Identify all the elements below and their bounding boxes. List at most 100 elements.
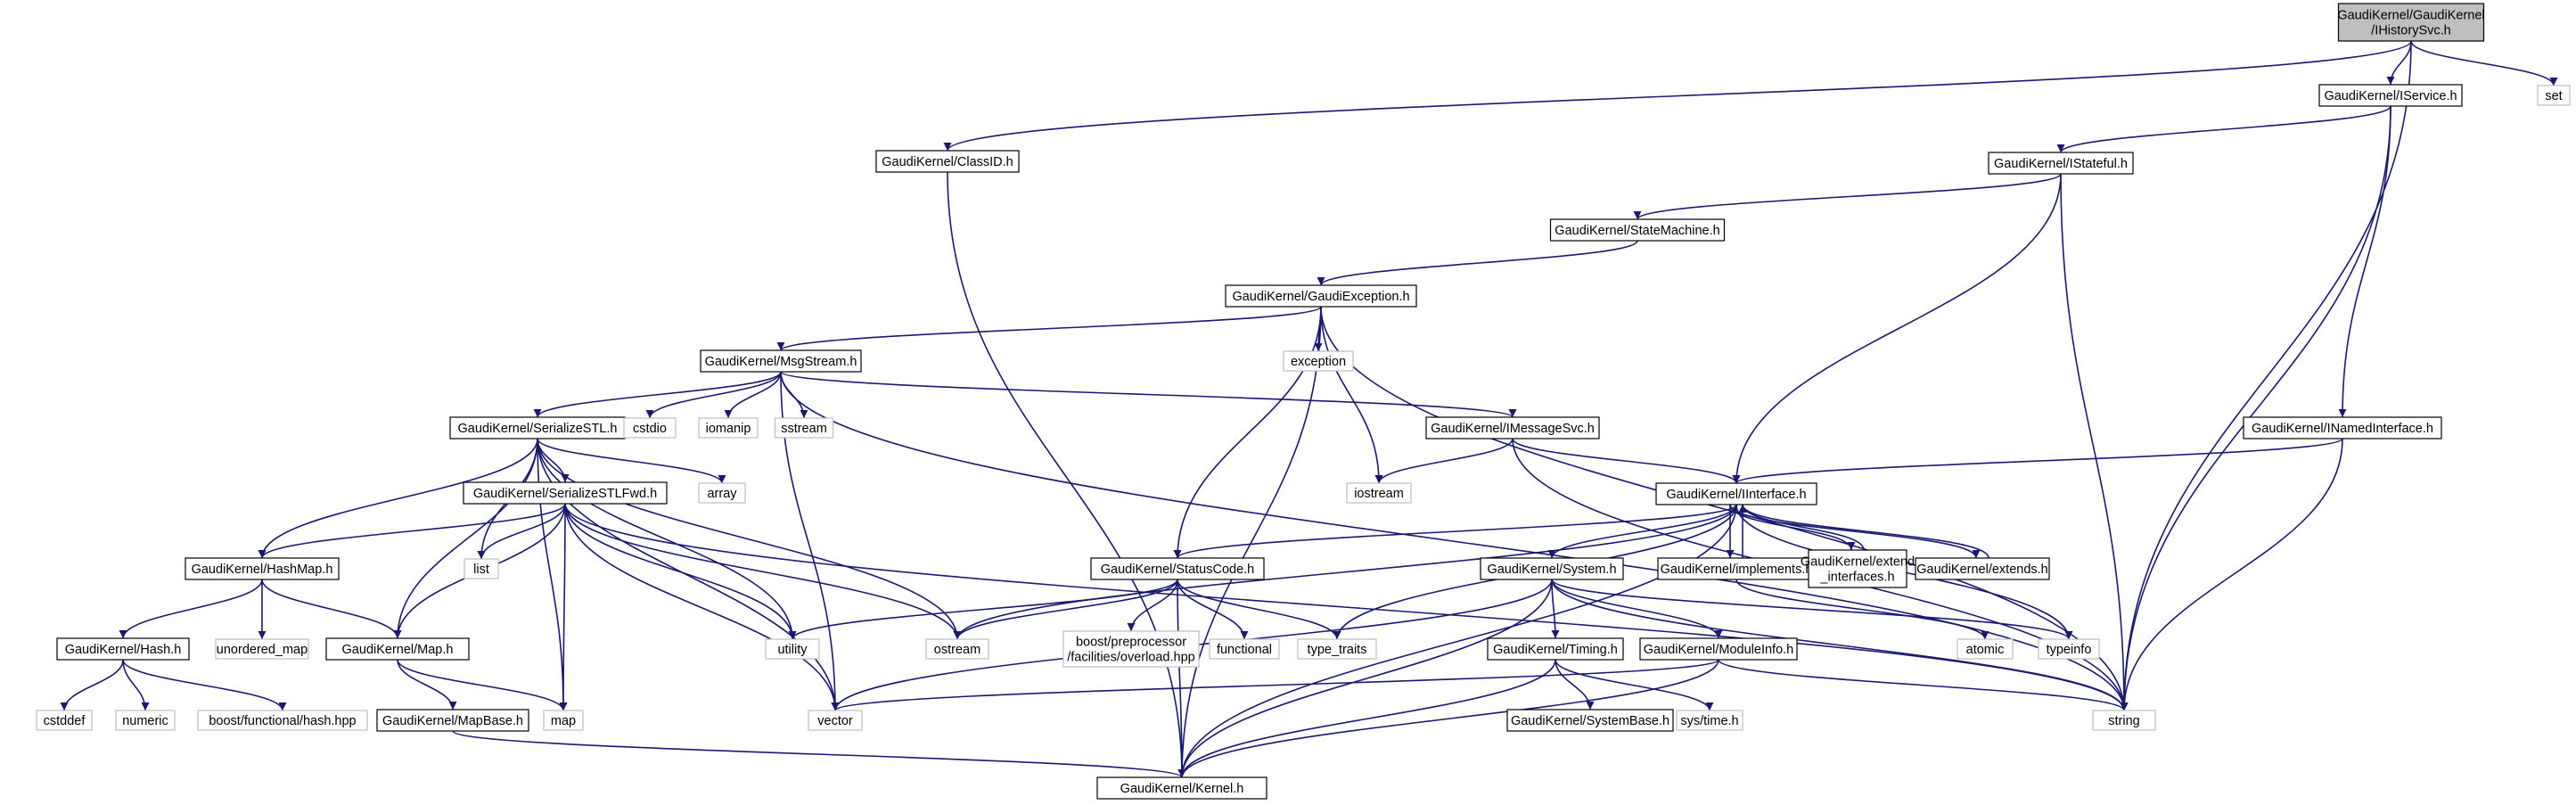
node-label: GaudiKernel/Kernel.h xyxy=(1120,782,1244,796)
edge-classid-to-kernel xyxy=(947,171,1186,778)
node-extends[interactable]: GaudiKernel/extends.h xyxy=(1915,557,2050,580)
node-box xyxy=(1209,638,1280,660)
node-serializestlfwd[interactable]: GaudiKernel/SerializeSTLFwd.h xyxy=(463,481,668,505)
node-vector: vector xyxy=(808,710,863,731)
node-label: set xyxy=(2545,89,2562,103)
edge-ihistorysvc-to-string xyxy=(2120,40,2412,711)
edge-implements-to-atomic xyxy=(1735,579,1989,640)
node-map: map xyxy=(543,710,584,731)
node-box xyxy=(1915,557,2050,580)
node-label: GaudiKernel/INamedInterface.h xyxy=(2252,422,2433,436)
node-iinterface[interactable]: GaudiKernel/IInterface.h xyxy=(1655,482,1817,505)
edge-serializestlfwd-to-hashmap xyxy=(258,503,566,559)
node-label: typeinfo xyxy=(2047,643,2092,657)
node-moduleinfo[interactable]: GaudiKernel/ModuleInfo.h xyxy=(1639,637,1798,661)
node-label: GaudiKernel/Map.h xyxy=(342,643,454,657)
node-label: GaudiKernel/IService.h xyxy=(2324,89,2457,103)
node-implements[interactable]: GaudiKernel/implements.h xyxy=(1657,557,1816,580)
edge-ihistorysvc-to-classid xyxy=(943,40,2412,152)
node-box xyxy=(56,637,190,661)
node-box xyxy=(1425,416,1600,439)
node-inamedinterface[interactable]: GaudiKernel/INamedInterface.h xyxy=(2243,416,2442,439)
edge-moduleinfo-to-string xyxy=(1718,659,2129,711)
node-label: boost/functional/hash.hpp xyxy=(209,714,356,728)
node-label: /facilities/overload.hpp xyxy=(1067,651,1194,665)
edge-iservice-to-string xyxy=(2120,105,2391,711)
node-numeric: numeric xyxy=(115,710,176,731)
node-label: sstream xyxy=(781,422,827,436)
node-label: GaudiKernel/GaudiKernel xyxy=(2337,9,2484,23)
edge-serializestlfwd-to-ostream xyxy=(564,503,962,640)
node-systembase[interactable]: GaudiKernel/SystemBase.h xyxy=(1506,709,1674,732)
node-label: GaudiKernel/SerializeSTL.h xyxy=(458,422,618,436)
node-box xyxy=(1480,557,1624,580)
node-label: string xyxy=(2108,714,2139,728)
node-box xyxy=(1297,638,1377,660)
node-statemachine[interactable]: GaudiKernel/StateMachine.h xyxy=(1549,218,1726,242)
node-ihistorysvc[interactable]: GaudiKernel/GaudiKernel/IHistorySvc.h xyxy=(2337,3,2485,42)
node-label: type_traits xyxy=(1308,643,1367,657)
node-box xyxy=(36,710,93,731)
node-label: GaudiKernel/HashMap.h xyxy=(192,563,333,577)
node-box xyxy=(2337,3,2485,42)
edge-imessagesvc-to-iinterface xyxy=(1512,438,1741,484)
edge-serializestl-to-hashmap xyxy=(258,438,538,559)
node-statuscode[interactable]: GaudiKernel/StatusCode.h xyxy=(1090,557,1265,580)
edge-inamedinterface-to-string xyxy=(2120,438,2343,711)
node-hashmap[interactable]: GaudiKernel/HashMap.h xyxy=(185,557,340,580)
node-kernel[interactable]: GaudiKernel/Kernel.h xyxy=(1096,776,1267,800)
node-label: GaudiKernel/implements.h xyxy=(1661,563,1813,577)
node-box xyxy=(1096,776,1267,800)
node-box xyxy=(1655,482,1817,505)
edge-system-to-timing xyxy=(1551,579,1560,639)
node-label: GaudiKernel/ClassID.h xyxy=(882,155,1013,169)
edge-msgstream-to-serializestl xyxy=(533,371,782,418)
node-functional: functional xyxy=(1209,638,1280,660)
edge-timing-to-kernel xyxy=(1177,659,1556,778)
node-box xyxy=(463,481,668,505)
node-box xyxy=(774,417,834,439)
edge-moduleinfo-to-vector xyxy=(831,659,1719,711)
node-serializestl[interactable]: GaudiKernel/SerializeSTL.h xyxy=(449,416,626,439)
edge-hash-to-boosthash xyxy=(122,659,287,711)
node-atomic: atomic xyxy=(1957,638,2014,660)
edge-iinterface-to-ostream xyxy=(953,504,1737,640)
node-iomanip: iomanip xyxy=(698,417,759,439)
node-classid[interactable]: GaudiKernel/ClassID.h xyxy=(875,150,1020,173)
node-system[interactable]: GaudiKernel/System.h xyxy=(1480,557,1624,580)
node-box xyxy=(1808,549,1907,588)
edge-iservice-to-inamedinterface xyxy=(2338,105,2391,418)
node-box xyxy=(2092,710,2156,731)
edge-inamedinterface-to-iinterface xyxy=(1732,438,2343,484)
node-gaudiexception[interactable]: GaudiKernel/GaudiException.h xyxy=(1225,284,1417,308)
node-label: GaudiKernel/IMessageSvc.h xyxy=(1431,422,1595,436)
edge-iinterface-to-kernel xyxy=(1177,504,1737,778)
node-label: ostream xyxy=(934,643,980,657)
node-mapbase[interactable]: GaudiKernel/MapBase.h xyxy=(376,709,529,732)
node-label: GaudiKernel/MapBase.h xyxy=(382,714,523,728)
node-label: GaudiKernel/MsgStream.h xyxy=(705,355,857,369)
node-map_h[interactable]: GaudiKernel/Map.h xyxy=(325,637,470,661)
node-label: iomanip xyxy=(706,422,751,436)
edge-ihistorysvc-to-set xyxy=(2410,40,2558,86)
node-extendinterfaces[interactable]: GaudiKernel/extend_interfaces.h xyxy=(1801,549,1915,588)
node-box xyxy=(1957,638,2014,660)
node-label: _interfaces.h xyxy=(1819,571,1894,585)
edge-hash-to-numeric xyxy=(122,659,150,711)
node-label: utility xyxy=(777,643,808,657)
node-iservice[interactable]: GaudiKernel/IService.h xyxy=(2318,84,2463,107)
node-label: GaudiKernel/StatusCode.h xyxy=(1101,563,1255,577)
node-istateful[interactable]: GaudiKernel/IStateful.h xyxy=(1988,152,2134,175)
node-msgstream[interactable]: GaudiKernel/MsgStream.h xyxy=(700,349,862,373)
edge-extends-to-iinterface xyxy=(1738,504,1989,559)
edge-gaudiexception-to-msgstream xyxy=(776,306,1322,351)
node-set: set xyxy=(2537,85,2571,106)
node-imessagesvc[interactable]: GaudiKernel/IMessageSvc.h xyxy=(1425,416,1600,439)
node-timing[interactable]: GaudiKernel/Timing.h xyxy=(1487,637,1624,661)
node-box xyxy=(1283,350,1354,372)
node-hash[interactable]: GaudiKernel/Hash.h xyxy=(56,637,190,661)
node-box xyxy=(698,417,759,439)
node-label: cstdio xyxy=(633,422,667,436)
node-box xyxy=(464,558,499,579)
